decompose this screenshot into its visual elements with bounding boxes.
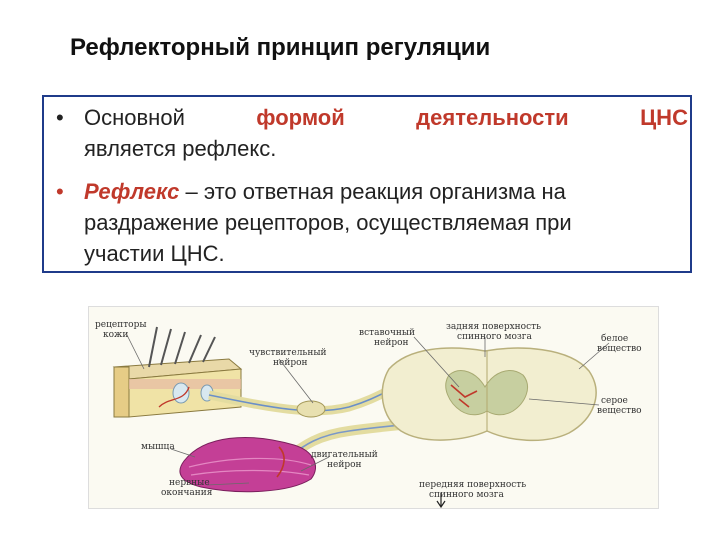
bullet2-line2: раздражение рецепторов, осуществляемая п…	[84, 210, 572, 235]
term-reflex: Рефлекс	[84, 179, 180, 204]
skin-block	[112, 326, 243, 418]
label-interneuron-1: вставочный	[359, 328, 415, 338]
spinal-cord	[381, 347, 597, 442]
label-sensory-1: чувствительный	[249, 348, 326, 358]
cursor-icon	[436, 493, 446, 509]
word-cns: ЦНС	[640, 105, 688, 130]
word-osnovnoy: Основной	[84, 105, 185, 130]
word-formoy: формой	[256, 105, 345, 130]
label-anterior-2: спинного мозга	[429, 490, 504, 500]
muscle	[179, 437, 316, 493]
label-receptors-1: рецепторы	[95, 320, 147, 330]
bullet2-line1: Рефлекс – это ответная реакция организма…	[84, 176, 566, 207]
bullet1-line1: Основной формой деятельности ЦНС	[84, 102, 688, 133]
label-endings-1: нервные	[169, 478, 210, 488]
label-motor-1: двигательный	[311, 450, 378, 460]
label-posterior-1: задняя поверхность	[446, 322, 541, 332]
label-receptors-2: кожи	[103, 330, 128, 340]
label-anterior-1: передняя поверхность	[419, 480, 526, 490]
bullet-dot: •	[56, 105, 64, 130]
bullet2-line3: участии ЦНС.	[84, 241, 225, 266]
label-gray-1: серое	[601, 396, 628, 406]
bullet-dot: •	[56, 179, 64, 204]
definition-text: – это ответная реакция организма на	[179, 179, 566, 204]
label-motor-2: нейрон	[327, 460, 362, 470]
label-gray-2: вещество	[597, 406, 642, 416]
label-white-2: вещество	[597, 344, 642, 354]
slide-title: Рефлекторный принцип регуляции	[70, 34, 491, 61]
label-interneuron-2: нейрон	[374, 338, 409, 348]
label-posterior-2: спинного мозга	[457, 332, 532, 342]
word-deyatelnosti: деятельности	[416, 105, 569, 130]
label-sensory-2: нейрон	[273, 358, 308, 368]
label-muscle: мышца	[141, 442, 175, 452]
bullet1-line2: является рефлекс.	[84, 136, 277, 161]
label-white-1: белое	[601, 333, 628, 344]
definition-box: • Основной формой деятельности ЦНС являе…	[42, 95, 692, 273]
label-endings-2: окончания	[161, 488, 213, 498]
